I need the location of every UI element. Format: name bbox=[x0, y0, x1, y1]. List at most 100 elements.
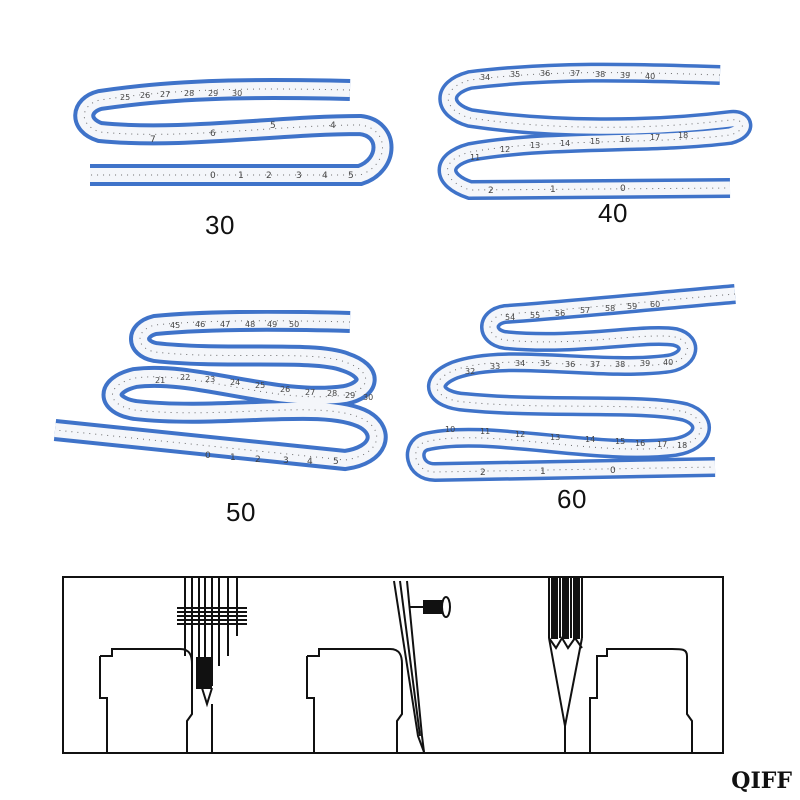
ruler-30-length-label: 30 bbox=[205, 210, 235, 240]
svg-text:0: 0 bbox=[205, 451, 211, 461]
svg-text:5: 5 bbox=[348, 171, 354, 181]
ruler-60-photo: 54 55 56 57 58 59 60 32 33 34 35 36 37 3… bbox=[405, 282, 750, 483]
ruler-30-photo: 25 26 27 28 29 30 7 6 5 4 0 1 2 3 4 5 bbox=[60, 70, 400, 200]
svg-text:13: 13 bbox=[550, 433, 560, 442]
svg-text:37: 37 bbox=[590, 360, 600, 369]
brand-watermark: QIFF bbox=[731, 768, 792, 794]
svg-text:3: 3 bbox=[296, 171, 302, 181]
svg-text:23: 23 bbox=[205, 375, 215, 384]
svg-text:1: 1 bbox=[540, 467, 546, 477]
svg-text:1: 1 bbox=[550, 185, 556, 195]
svg-text:0: 0 bbox=[610, 466, 616, 476]
ruler-60-length-label: 60 bbox=[557, 484, 587, 514]
svg-text:16: 16 bbox=[620, 135, 630, 144]
svg-text:12: 12 bbox=[515, 430, 525, 439]
svg-text:46: 46 bbox=[195, 320, 205, 329]
svg-text:39: 39 bbox=[620, 71, 630, 80]
ruler-cross-section-2 bbox=[306, 648, 403, 752]
svg-text:14: 14 bbox=[585, 435, 595, 444]
svg-text:40: 40 bbox=[663, 358, 673, 367]
svg-text:0: 0 bbox=[210, 171, 216, 181]
ruler-50-photo: 45 46 47 48 49 50 21 22 23 24 25 26 27 2… bbox=[45, 309, 395, 480]
pencil-icon bbox=[548, 577, 583, 752]
svg-text:28: 28 bbox=[184, 89, 194, 98]
svg-text:33: 33 bbox=[490, 362, 500, 371]
svg-text:36: 36 bbox=[565, 360, 575, 369]
svg-text:25: 25 bbox=[255, 381, 265, 390]
svg-text:2: 2 bbox=[488, 186, 494, 196]
svg-text:26: 26 bbox=[140, 91, 150, 100]
svg-text:32: 32 bbox=[465, 367, 475, 376]
svg-text:6: 6 bbox=[210, 129, 216, 139]
svg-text:25: 25 bbox=[120, 93, 130, 102]
svg-text:58: 58 bbox=[605, 304, 615, 313]
svg-text:30: 30 bbox=[363, 393, 373, 402]
svg-text:0: 0 bbox=[620, 184, 626, 194]
svg-text:27: 27 bbox=[160, 90, 170, 99]
svg-text:29: 29 bbox=[345, 391, 355, 400]
svg-text:40: 40 bbox=[645, 72, 655, 81]
svg-text:2: 2 bbox=[266, 171, 272, 181]
svg-text:4: 4 bbox=[322, 171, 328, 181]
ruler-40-length-label: 40 bbox=[598, 198, 628, 228]
svg-text:1: 1 bbox=[238, 171, 244, 181]
svg-text:34: 34 bbox=[480, 73, 490, 82]
svg-text:4: 4 bbox=[307, 457, 313, 467]
svg-text:1: 1 bbox=[230, 453, 236, 463]
svg-text:7: 7 bbox=[150, 135, 156, 145]
svg-text:39: 39 bbox=[640, 359, 650, 368]
svg-text:22: 22 bbox=[180, 373, 190, 382]
svg-text:17: 17 bbox=[650, 133, 660, 142]
svg-text:17: 17 bbox=[657, 440, 667, 449]
svg-text:35: 35 bbox=[510, 70, 520, 79]
svg-text:54: 54 bbox=[505, 313, 515, 322]
svg-text:13: 13 bbox=[530, 141, 540, 150]
ruler-50-length-label: 50 bbox=[226, 497, 256, 527]
svg-text:59: 59 bbox=[627, 302, 637, 311]
svg-text:26: 26 bbox=[280, 385, 290, 394]
svg-text:21: 21 bbox=[155, 376, 165, 385]
svg-text:18: 18 bbox=[678, 131, 688, 140]
svg-text:14: 14 bbox=[560, 139, 570, 148]
svg-text:11: 11 bbox=[480, 427, 490, 436]
svg-text:30: 30 bbox=[232, 89, 242, 98]
svg-text:37: 37 bbox=[570, 69, 580, 78]
svg-text:34: 34 bbox=[515, 359, 525, 368]
svg-text:48: 48 bbox=[245, 320, 255, 329]
ruler-40-photo: 34 35 36 37 38 39 40 11 12 13 14 15 16 1… bbox=[430, 60, 760, 210]
svg-text:36: 36 bbox=[540, 69, 550, 78]
svg-text:50: 50 bbox=[289, 320, 299, 329]
svg-text:5: 5 bbox=[270, 121, 276, 131]
svg-text:49: 49 bbox=[267, 320, 277, 329]
ruler-cross-section-3 bbox=[589, 648, 693, 752]
usage-diagram bbox=[62, 576, 724, 754]
svg-text:60: 60 bbox=[650, 300, 660, 309]
svg-text:15: 15 bbox=[615, 437, 625, 446]
svg-text:45: 45 bbox=[170, 321, 180, 330]
svg-text:35: 35 bbox=[540, 359, 550, 368]
svg-text:56: 56 bbox=[555, 309, 565, 318]
svg-text:57: 57 bbox=[580, 306, 590, 315]
svg-text:11: 11 bbox=[470, 153, 480, 162]
svg-text:47: 47 bbox=[220, 320, 230, 329]
ruling-pen-icon bbox=[393, 580, 451, 753]
svg-text:27: 27 bbox=[305, 388, 315, 397]
svg-text:4: 4 bbox=[330, 121, 336, 131]
ruler-cross-section-1 bbox=[99, 648, 193, 752]
svg-text:38: 38 bbox=[595, 70, 605, 79]
technical-pens-icon bbox=[177, 578, 247, 752]
svg-text:55: 55 bbox=[530, 311, 540, 320]
svg-text:3: 3 bbox=[283, 456, 289, 466]
svg-text:12: 12 bbox=[500, 145, 510, 154]
svg-text:28: 28 bbox=[327, 389, 337, 398]
svg-text:2: 2 bbox=[480, 468, 486, 478]
svg-text:5: 5 bbox=[333, 457, 339, 467]
svg-text:2: 2 bbox=[255, 455, 261, 465]
svg-text:16: 16 bbox=[635, 439, 645, 448]
svg-text:10: 10 bbox=[445, 425, 455, 434]
svg-text:29: 29 bbox=[208, 89, 218, 98]
svg-text:15: 15 bbox=[590, 137, 600, 146]
svg-text:24: 24 bbox=[230, 378, 240, 387]
svg-text:38: 38 bbox=[615, 360, 625, 369]
svg-text:18: 18 bbox=[677, 441, 687, 450]
